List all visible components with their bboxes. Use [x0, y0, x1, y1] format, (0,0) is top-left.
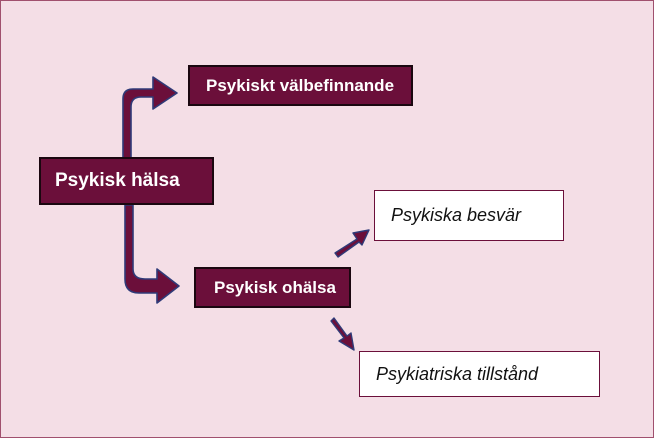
node-psykiskt-valbefinnande: Psykiskt välbefinnande — [188, 65, 413, 106]
node-label: Psykisk hälsa — [55, 170, 180, 191]
node-label: Psykisk ohälsa — [214, 277, 336, 297]
node-label: Psykiskt välbefinnande — [206, 75, 395, 95]
node-psykiska-besvar: Psykiska besvär — [374, 190, 564, 241]
node-psykisk-ohalsa: Psykisk ohälsa — [194, 267, 351, 308]
arrow-to-complaints — [334, 229, 370, 258]
arrow-to-wellbeing — [122, 76, 178, 159]
node-psykiatriska-tillstand: Psykiatriska tillstånd — [359, 351, 600, 397]
arrow-to-psychiatric — [330, 317, 355, 351]
node-label: Psykiatriska tillstånd — [376, 363, 539, 384]
node-psykisk-halsa: Psykisk hälsa — [39, 157, 214, 205]
arrow-to-illhealth — [124, 204, 180, 304]
node-label: Psykiska besvär — [391, 205, 522, 225]
